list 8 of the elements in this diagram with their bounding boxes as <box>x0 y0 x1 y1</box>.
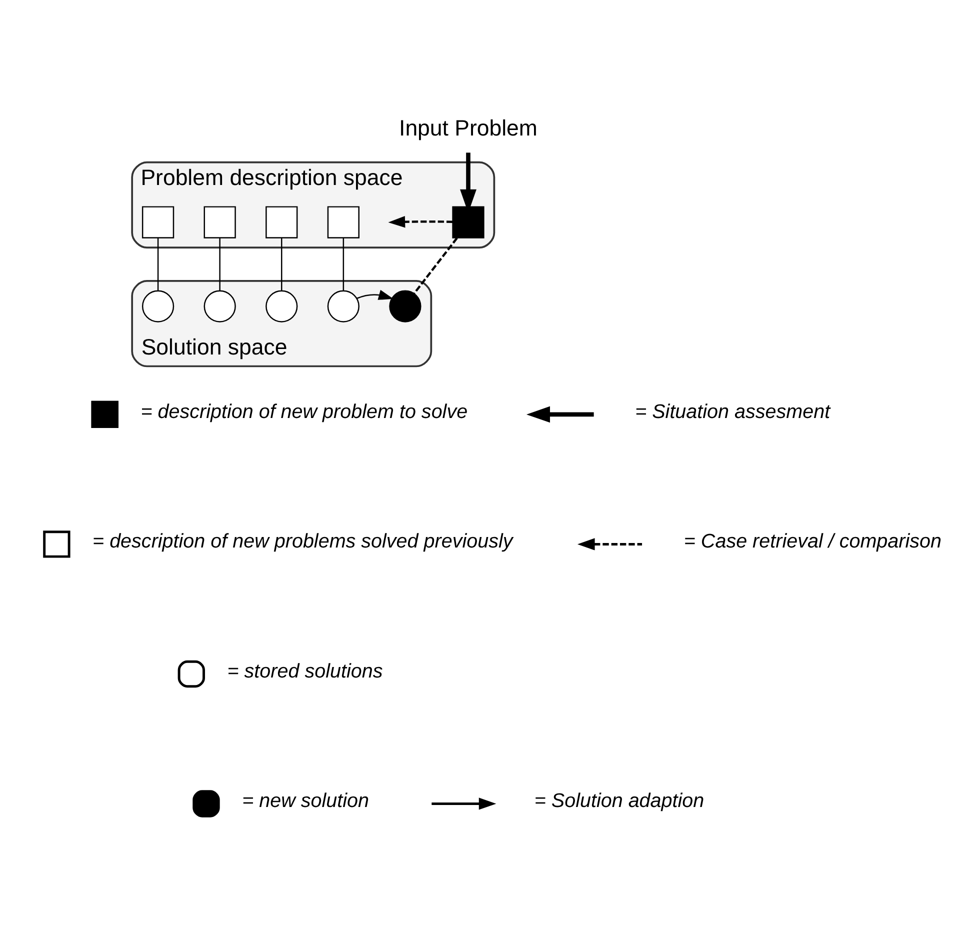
legend-label: = description of new problems solved previously <box>92 530 513 553</box>
node-text: Input Problem <box>399 116 538 141</box>
legend-label: = description of new problem to solve <box>140 400 468 423</box>
legend-label: = stored solutions <box>227 660 383 682</box>
legend-label: = Case retrieval / comparison <box>684 530 942 553</box>
legend-label: = Situation assesment <box>635 400 830 423</box>
legend-label: = Solution adaption <box>534 790 704 812</box>
legend-label: = new solution <box>242 790 369 812</box>
